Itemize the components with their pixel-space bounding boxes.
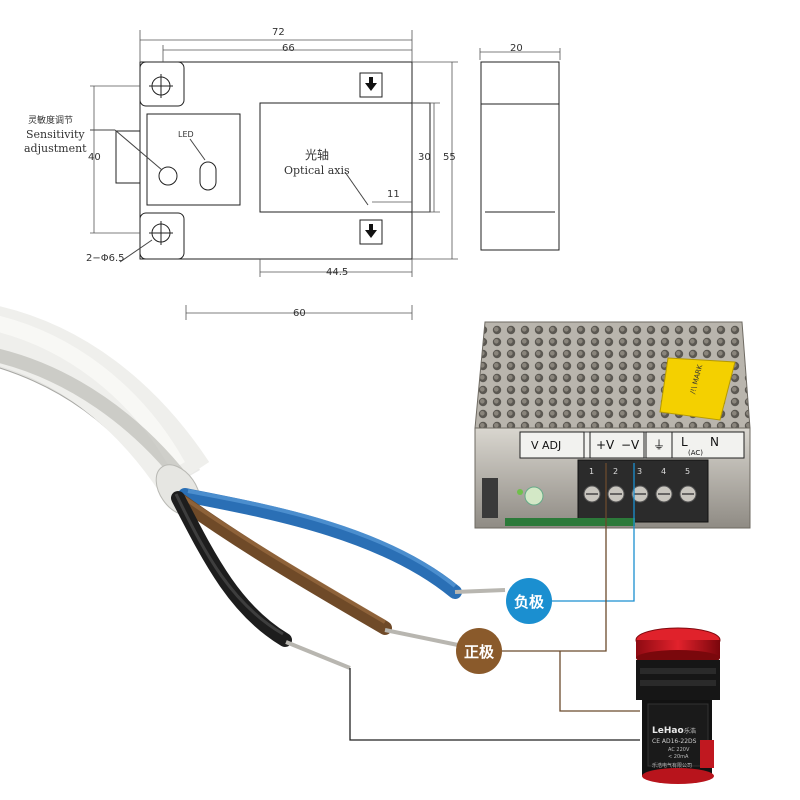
side-view [480, 61, 560, 251]
terminal-number: 3 [637, 467, 643, 476]
dim-bottom-width: 44.5 [326, 267, 349, 278]
black-wire-strand [285, 640, 351, 670]
cable-gland [115, 130, 141, 184]
led-label: LED [178, 130, 194, 139]
hole-spec-label: 2−Φ6.5 [86, 253, 125, 264]
terminal-number: 5 [685, 467, 691, 476]
negative-pole-badge: 负极 [506, 578, 552, 624]
sensitivity-label-cn: 灵敏度调节 [28, 116, 74, 126]
led-window [199, 161, 217, 191]
terminal-number: 2 [613, 467, 619, 476]
terminal-label-minus-v: −V [621, 438, 640, 452]
sensitivity-label-en-2: adjustment [24, 142, 87, 155]
terminal-label-n: N [710, 435, 719, 449]
optical-window [259, 102, 431, 213]
connection-lines [349, 463, 640, 741]
dim-overall-width: 72 [272, 27, 285, 38]
dim-axis-offset: 11 [387, 189, 400, 200]
lamp-brand: LeHao [652, 726, 684, 736]
dim-height-inner: 30 [418, 152, 431, 163]
indicator-lamp [635, 627, 721, 784]
lamp-rating-1: AC 220V [668, 747, 690, 753]
power-supply [474, 321, 751, 529]
blue-wire [178, 488, 462, 599]
mount-ear-top [139, 61, 185, 107]
mount-ear-bottom [139, 212, 185, 260]
warning-sticker [659, 357, 736, 421]
ground-to-lamp-line [349, 668, 640, 741]
terminal-number: 1 [589, 467, 595, 476]
brown-wire [173, 493, 392, 635]
ground-icon: ⏚ [653, 438, 666, 452]
blue-wire-strand [454, 588, 506, 594]
negative-line [530, 463, 635, 602]
terminal-label-vadj: V ADJ [531, 439, 562, 452]
positive-line [484, 463, 607, 652]
down-arrow-icon [365, 77, 377, 91]
lamp-rating-2: < 20mA [668, 754, 689, 760]
terminal-label-plus-v: +V [596, 438, 615, 452]
dim-base-width: 60 [293, 308, 306, 319]
terminal-label-ac: (AC) [688, 449, 704, 457]
positive-pole-badge: 正极 [456, 628, 502, 674]
brown-wire-strand [384, 628, 459, 647]
lamp-model: CE AD16-22DS [652, 738, 697, 745]
dim-side-width: 20 [510, 43, 523, 54]
dim-height-overall: 55 [443, 152, 456, 163]
terminal-label-l: L [681, 435, 688, 449]
optical-axis-label-cn: 光轴 [305, 148, 330, 162]
optical-axis-label-en: Optical axis [284, 164, 350, 177]
sensitivity-knob [158, 166, 178, 186]
sensitivity-label-en-1: Sensitivity [26, 128, 85, 141]
down-arrow-icon [365, 224, 377, 238]
dim-height-left: 40 [88, 152, 101, 163]
lamp-maker: 乐浩电气有限公司 [652, 763, 693, 769]
terminal-number: 4 [661, 467, 667, 476]
sensor-cable [0, 306, 506, 670]
adjust-potentiometer [524, 486, 544, 506]
dimension-drawing [90, 30, 561, 320]
positive-to-lamp-line [559, 651, 640, 712]
lamp-brand-suffix: 乐浩 [684, 728, 697, 735]
dim-inner-width: 66 [282, 43, 295, 54]
control-window [146, 113, 241, 206]
